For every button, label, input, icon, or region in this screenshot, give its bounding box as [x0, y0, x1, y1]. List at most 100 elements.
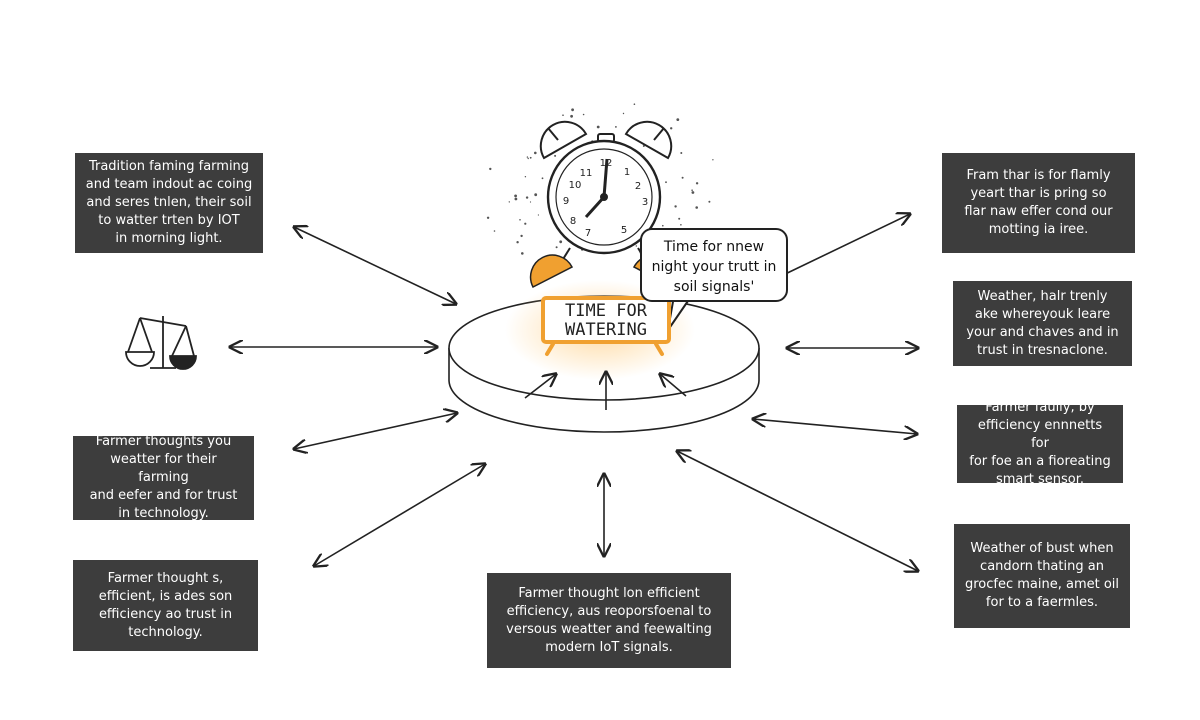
sparkle-dot [633, 103, 636, 105]
clock-number: 1 [624, 167, 630, 178]
sparkle-dot [635, 245, 637, 247]
sparkle-dot [534, 151, 537, 155]
text-box-mid-left: Farmer thoughts you weatter for their fa… [73, 434, 254, 521]
sparkle-dot [524, 176, 527, 178]
box-line: versous weatter and feewalting [506, 621, 712, 637]
sign-line: WATERING [565, 320, 647, 340]
clock-number: 7 [585, 228, 591, 239]
time-for-watering-sign: TIME FOR WATERING [541, 296, 671, 344]
text-box-right-2: Weather, halr trenly ake whereyouk leare… [953, 281, 1132, 366]
box-line: weatter for their farming [110, 452, 217, 485]
sparkle-dot [559, 240, 563, 244]
arrow-right-4 [677, 451, 918, 571]
alarm-clock-icon [539, 120, 673, 265]
sparkle-dot [514, 197, 518, 201]
clock-number: 2 [635, 181, 641, 192]
box-line: for foe an a fioreating [969, 454, 1111, 469]
text-box-right-4: Weather of bust when candorn thating an … [954, 524, 1130, 628]
box-line: trust in tresnaclone. [977, 342, 1108, 358]
balance-scale-icon [125, 316, 197, 370]
sparkle-dot [691, 191, 695, 194]
box-line: modern IoT signals. [545, 639, 673, 655]
sparkle-dot [691, 189, 693, 191]
clock-number: 9 [563, 196, 569, 207]
sparkle-dot [508, 201, 510, 203]
sparkle-dot [486, 216, 490, 219]
sparkle-dot [670, 127, 673, 130]
arrow-mid-left [294, 413, 457, 449]
box-line: smart sensor. [996, 472, 1084, 487]
text-box-right-3: Farmer faully, by efficiency ennnetts fo… [957, 400, 1123, 487]
box-line: Farmer thought s, [107, 570, 224, 586]
box-line: grocfec maine, amet oil [964, 577, 1120, 592]
box-line: Farmer thoughts you [95, 434, 232, 449]
box-line: technology. [128, 624, 203, 640]
sparkle-dot [537, 214, 540, 216]
sparkle-dot [516, 241, 519, 244]
sparkle-dot [680, 152, 683, 154]
text-box-bottom-center: Farmer thought lon efficient efficiency,… [487, 573, 731, 668]
box-line: Tradition faming farming [88, 159, 250, 174]
sparkle-dot [514, 194, 517, 198]
speech-bubble: Time for nnew night your trutt in soil s… [640, 228, 788, 302]
sparkle-dot [676, 118, 680, 121]
clock-number: 5 [621, 225, 627, 236]
arrow-bottom-left [314, 464, 485, 566]
sparkle-dot [489, 167, 492, 171]
box-line: efficiency ennnetts for [977, 418, 1103, 451]
sparkle-dot [534, 193, 538, 197]
sparkle-dot [665, 181, 667, 184]
bubble-line: Time for nnew [663, 239, 765, 255]
sparkle-dot [681, 176, 684, 179]
clock-number: 10 [569, 180, 582, 191]
sparkle-dot [615, 126, 617, 128]
connector-arrows [230, 214, 918, 571]
text-box-bottom-left: Farmer thought s, efficient, is ades son… [73, 560, 258, 651]
box-line: efficiency, aus reoporsfoenal to [506, 603, 712, 619]
sparkle-dot [527, 157, 529, 160]
sparkle-dot [562, 114, 564, 116]
sparkle-dot [571, 108, 574, 112]
box-line: and team indout ac coing [85, 177, 253, 192]
sparkle-dot [555, 246, 558, 249]
arrow-right-3 [753, 419, 917, 434]
sparkle-dot [541, 177, 544, 180]
box-line: to watter trten by IOT [98, 213, 240, 228]
sparkle-dot [526, 156, 529, 158]
sparkle-dot [680, 224, 682, 226]
sign-legs [545, 342, 664, 356]
clock-number: 12 [600, 158, 613, 169]
box-line: ake whereyouk leare [974, 306, 1111, 322]
sparkle-dot [596, 125, 600, 129]
box-line: and eefer and for trust [89, 488, 238, 503]
sparkle-dot [524, 222, 527, 225]
sparkle-dot [519, 219, 521, 221]
box-line: flar naw effer cond our [964, 204, 1113, 219]
sparkle-dot [570, 114, 573, 118]
sparkle-dot [521, 252, 524, 255]
clock-numbers: 12 1 2 3 5 7 8 9 10 11 [563, 158, 648, 239]
box-line: motting ia iree. [988, 222, 1089, 237]
bubble-line: night your trutt in [651, 259, 777, 275]
sparkle-dot [708, 200, 711, 203]
text-box-top-left: Tradition faming farming and team indout… [75, 153, 263, 253]
box-line: Fram thar is for flamly [966, 168, 1111, 183]
box-line: candorn thating an [980, 559, 1104, 574]
arrow-up-right [660, 374, 687, 397]
sparkle-dot [674, 205, 677, 208]
sparkle-dot [695, 206, 698, 209]
box-line: in technology. [118, 506, 209, 521]
sparkle-dot [520, 234, 523, 238]
sparkle-dot [493, 230, 496, 232]
sparkle-dot [695, 182, 699, 185]
clock-number: 3 [642, 197, 648, 208]
box-line: efficient, is ades son [98, 588, 233, 604]
sparkle-dot [662, 224, 664, 227]
box-line: Farmer thought lon efficient [518, 585, 700, 601]
box-line: efficiency ao trust in [98, 606, 233, 622]
sparkle-dot [529, 156, 532, 159]
sparkle-dot [529, 201, 532, 203]
sparkle-dot [712, 159, 714, 161]
box-line: in morning light. [115, 231, 223, 246]
box-line: Weather of bust when [970, 541, 1114, 556]
